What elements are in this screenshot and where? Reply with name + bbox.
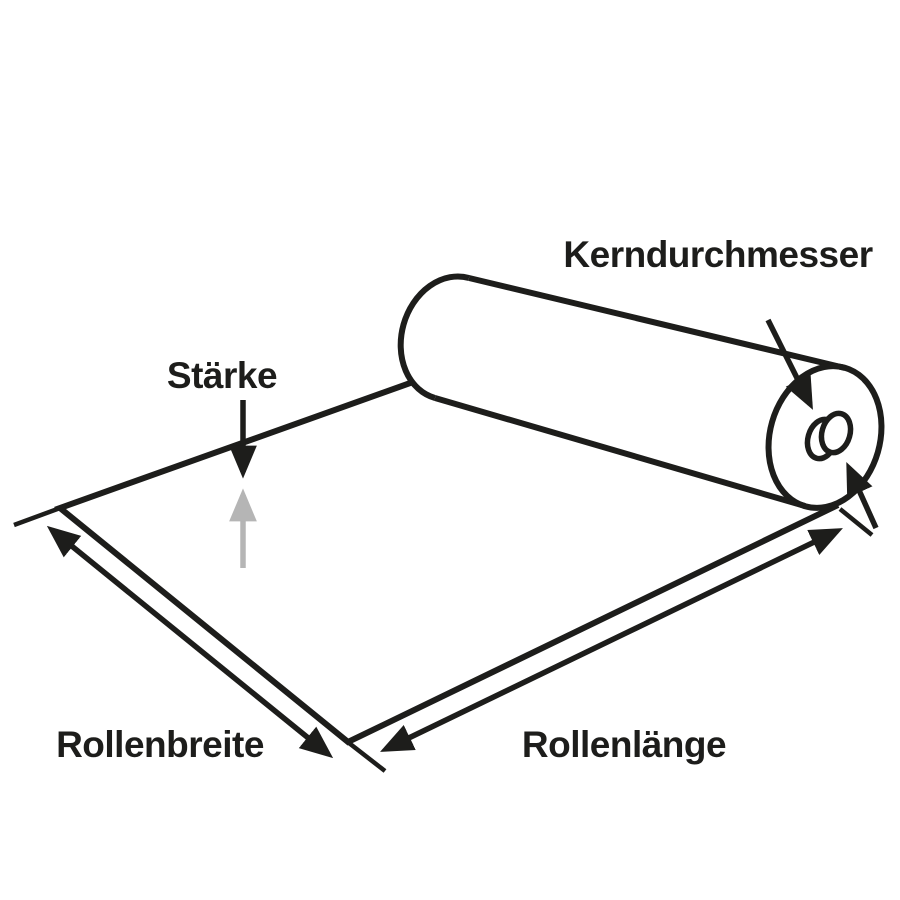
rollenbreite-dimension-arrow xyxy=(46,525,334,759)
label-rollenlaenge: Rollenlänge xyxy=(522,724,726,765)
labels-group: Kerndurchmesser Stärke Rollenbreite Roll… xyxy=(56,234,873,765)
roll-end-ellipse xyxy=(765,363,885,511)
label-kerndurchmesser: Kerndurchmesser xyxy=(563,234,872,275)
kerndurchmesser-arrow-upper xyxy=(765,318,813,410)
tick-right-corner xyxy=(838,507,874,537)
label-staerke: Stärke xyxy=(167,355,277,396)
roll-left-arc xyxy=(397,273,470,401)
roll-core-front-face xyxy=(818,410,854,456)
label-rollenbreite: Rollenbreite xyxy=(56,724,264,765)
tick-bottom-corner xyxy=(338,734,387,773)
roll-body-fill xyxy=(400,276,878,507)
tick-left-corner xyxy=(13,501,72,528)
roll-bottom-edge xyxy=(434,395,806,509)
line-art-group xyxy=(13,273,885,773)
kerndurchmesser-arrow-lower xyxy=(846,461,879,530)
rollenlaenge-dimension-arrow xyxy=(380,528,843,752)
